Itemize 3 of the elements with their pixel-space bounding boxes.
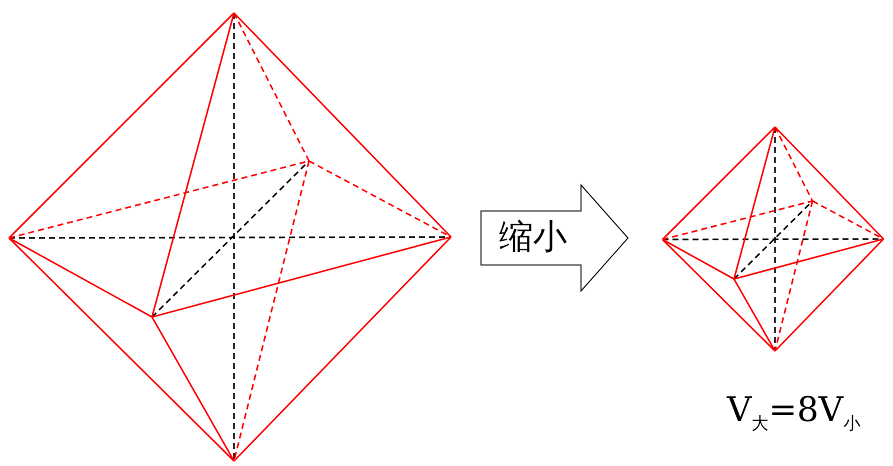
block-arrow [480, 184, 629, 292]
volume-formula: V$_{大}$=8V$_{小}$ [727, 390, 860, 436]
edge-label: 缩小 [499, 216, 567, 258]
